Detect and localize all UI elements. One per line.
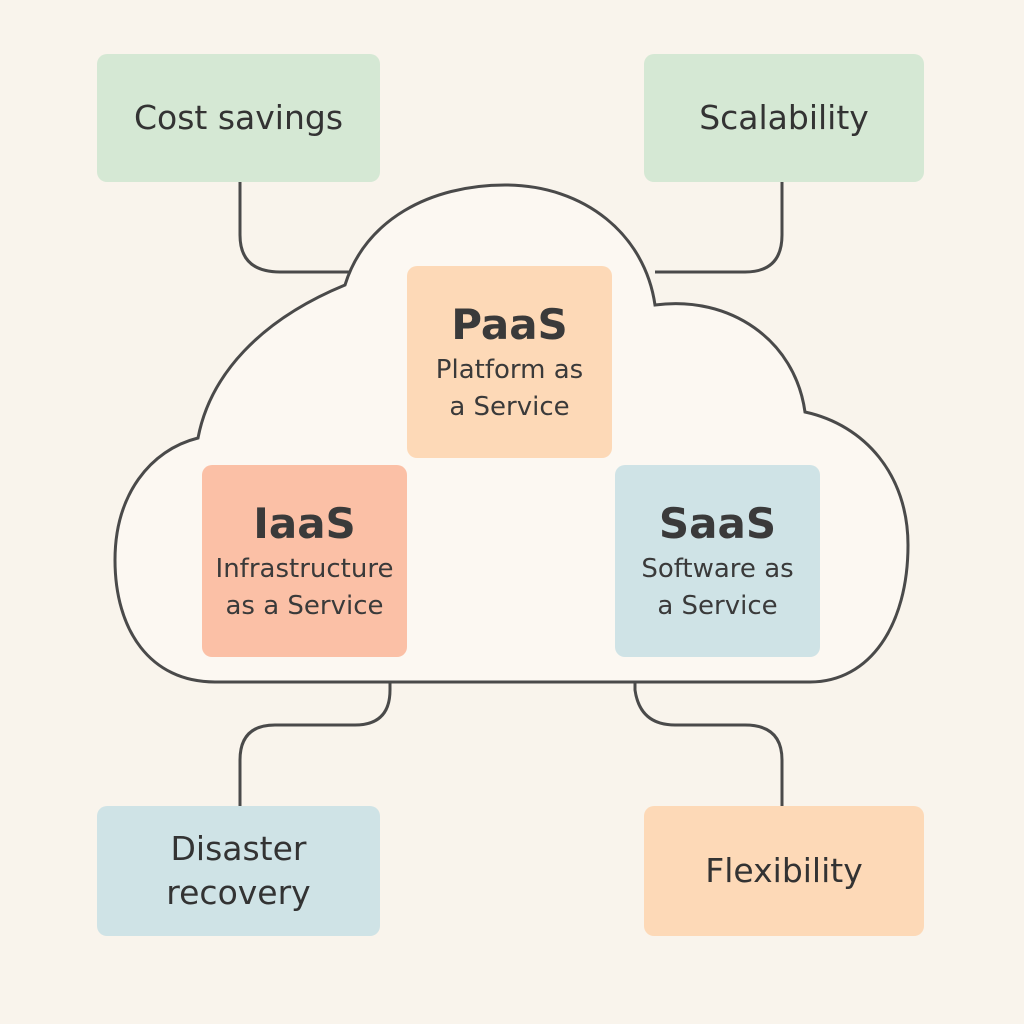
connector-flexibility	[633, 682, 784, 806]
saas-box: SaaS Software as a Service	[615, 465, 820, 657]
disaster-recovery-line2: recovery	[166, 873, 311, 912]
saas-line2: a Service	[657, 591, 778, 621]
iaas-box: IaaS Infrastructure as a Service	[202, 465, 407, 657]
connector-disaster-recovery	[238, 682, 392, 806]
disaster-recovery-box: Disaster recovery	[97, 806, 380, 936]
paas-line1: Platform as	[435, 355, 584, 385]
iaas-line1: Infrastructure	[215, 554, 394, 584]
cost-savings-label: Cost savings	[133, 98, 344, 137]
connector-scalability	[655, 182, 784, 274]
saas-line1: Software as	[641, 554, 794, 584]
iaas-abbr: IaaS	[253, 499, 356, 548]
scalability-label: Scalability	[699, 98, 869, 137]
paas-abbr: PaaS	[451, 300, 568, 349]
cost-savings-box: Cost savings	[97, 54, 380, 182]
paas-line2: a Service	[449, 392, 570, 422]
scalability-box: Scalability	[644, 54, 924, 182]
saas-abbr: SaaS	[658, 499, 777, 548]
flexibility-box: Flexibility	[644, 806, 924, 936]
flexibility-label: Flexibility	[705, 851, 863, 890]
disaster-recovery-line1: Disaster	[170, 829, 307, 868]
iaas-line2: as a Service	[225, 591, 384, 621]
paas-box: PaaS Platform as a Service	[407, 266, 612, 458]
connector-cost-savings	[238, 182, 350, 274]
